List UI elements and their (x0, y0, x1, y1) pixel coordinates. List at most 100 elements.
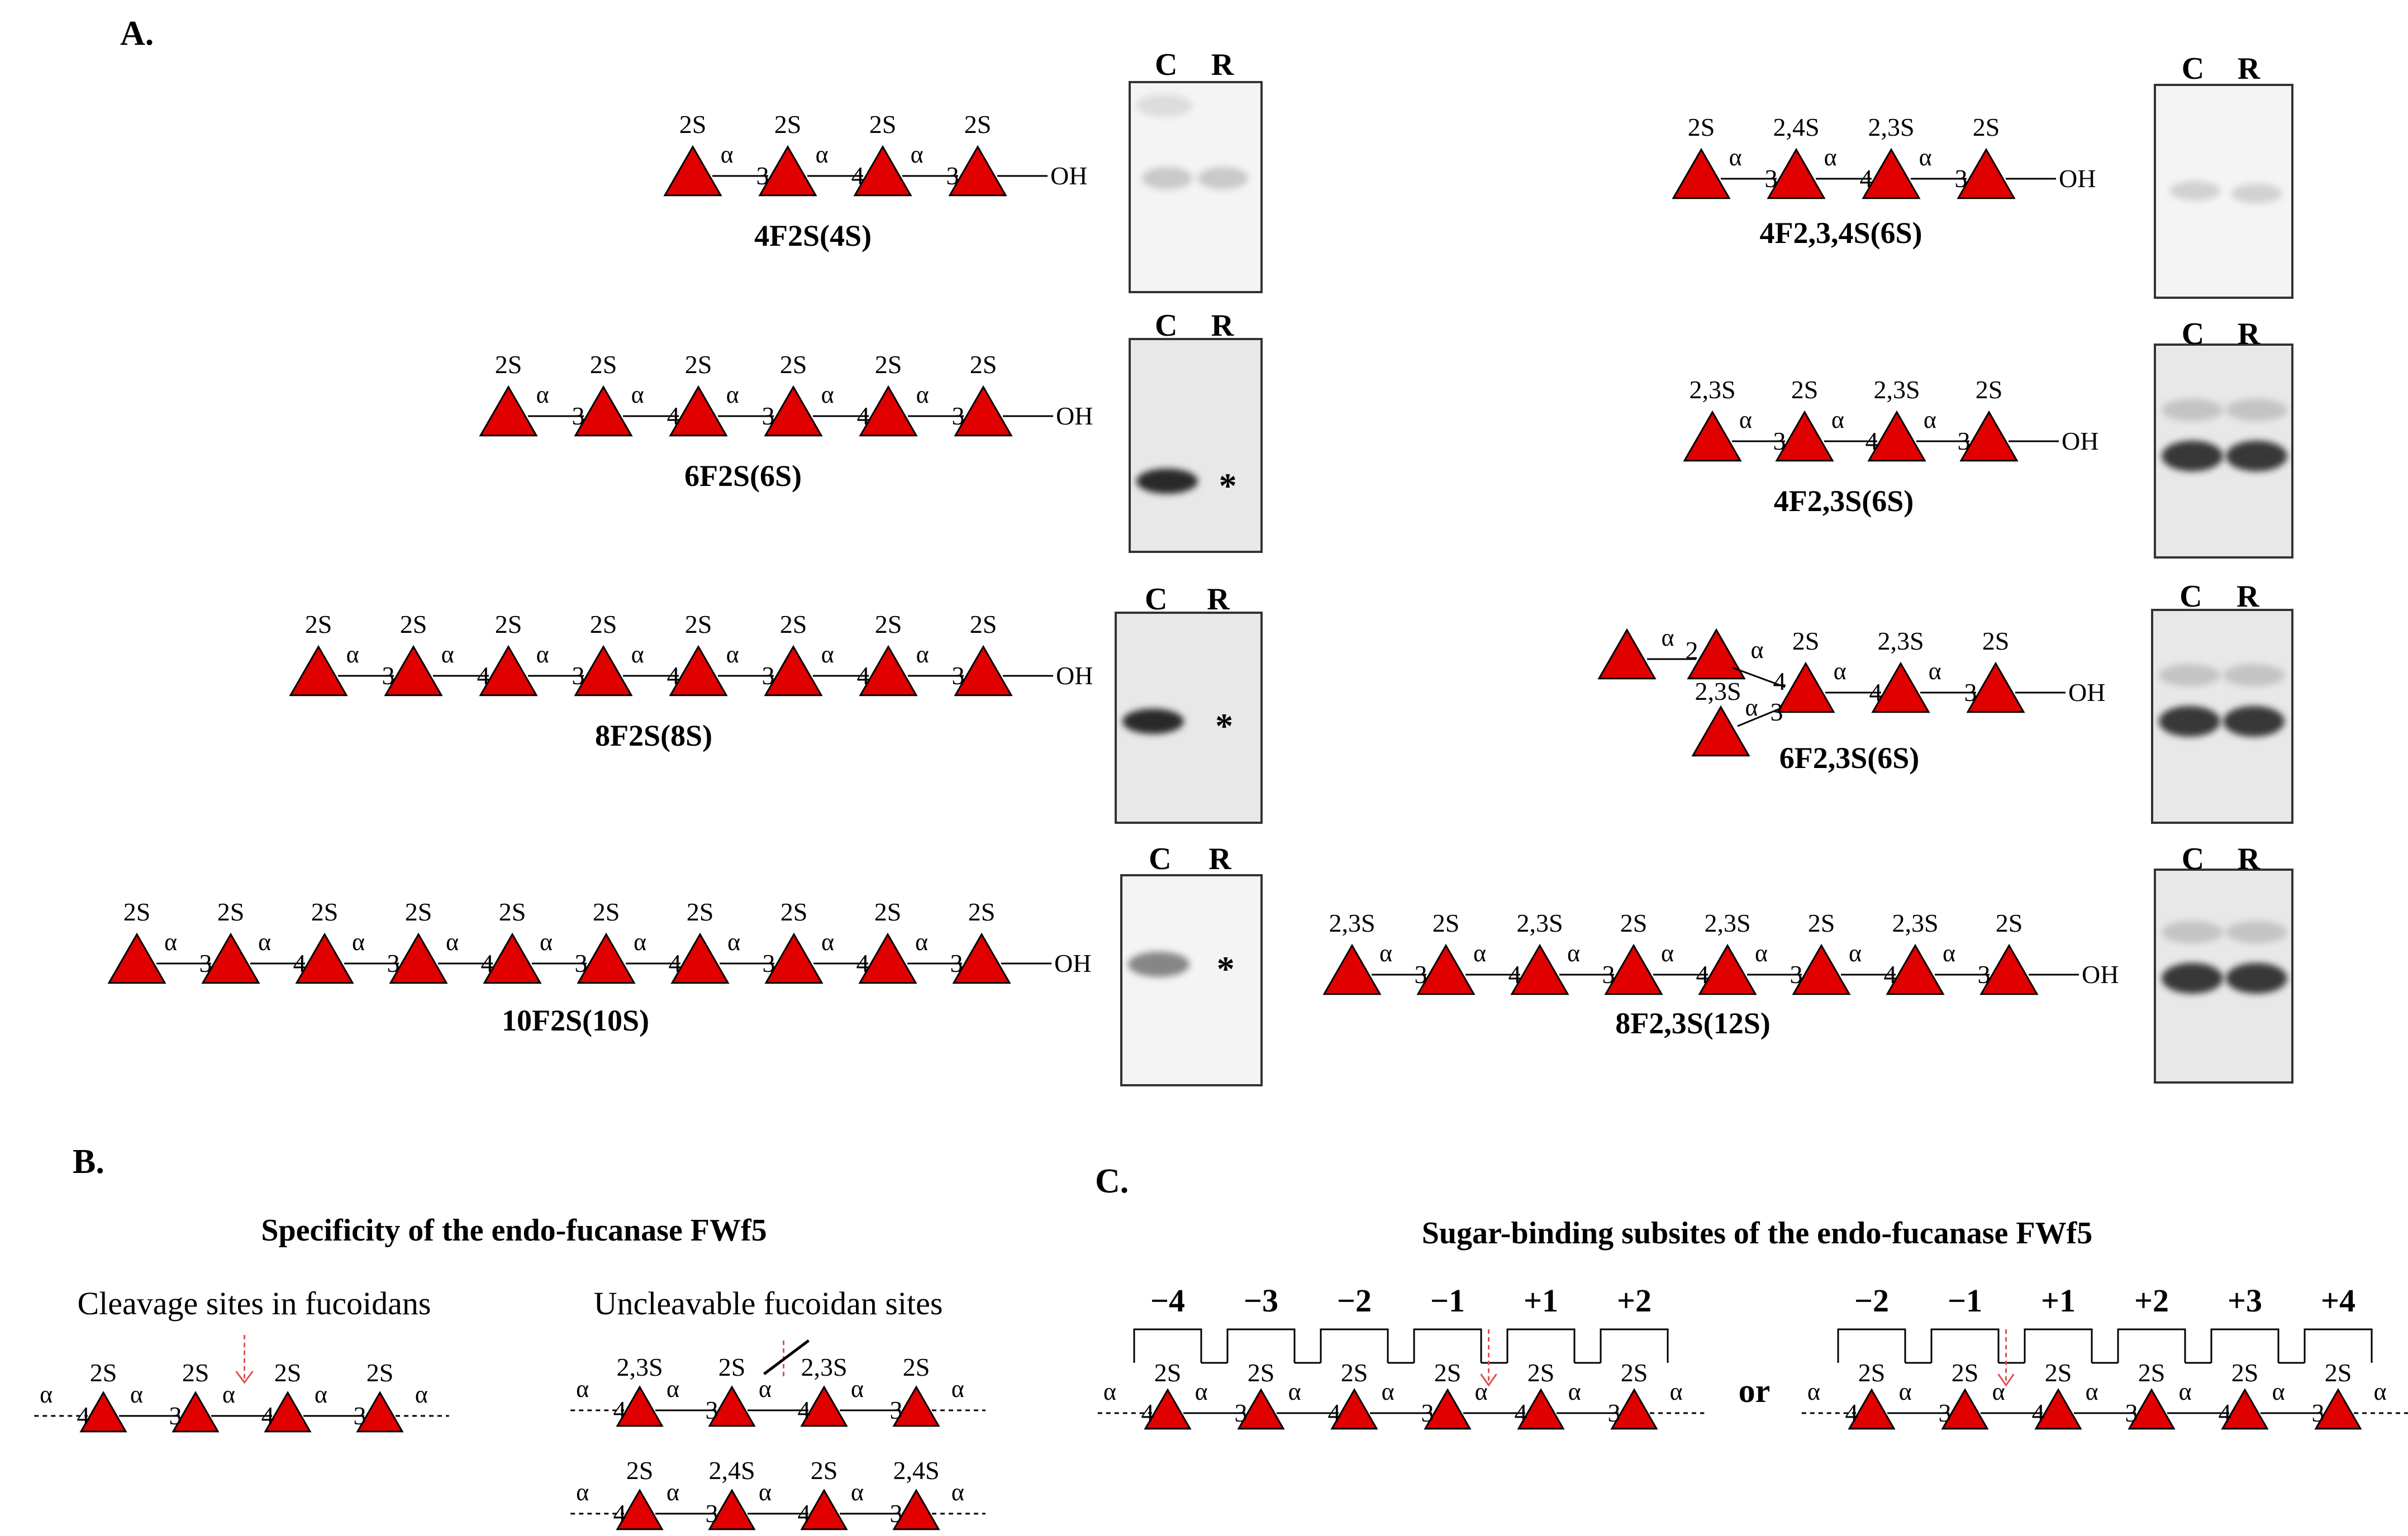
sulfation-label: 2S (780, 898, 808, 926)
gel-band-control (2159, 706, 2220, 737)
alpha-label: α (576, 1375, 589, 1403)
cleavage-arrow-head-icon (1480, 1373, 1497, 1387)
alpha-label: α (1474, 1378, 1488, 1405)
linkage-position: 3 (572, 661, 585, 690)
sulfation-label: 2S (123, 898, 151, 926)
alpha-label: α (1992, 1378, 2005, 1405)
gel-band-reaction (2226, 963, 2287, 994)
alpha-label: α (1923, 406, 1936, 433)
alpha-label: α (1898, 1378, 1912, 1405)
sulfation-label: 2S (494, 610, 522, 638)
fucose-triangle-icon (800, 1489, 848, 1530)
alpha-label: α (1750, 636, 1764, 664)
gel-band-control (1142, 167, 1192, 189)
cleavage-arrow-head-icon (235, 1371, 254, 1384)
subsite-bracket (2304, 1328, 2373, 1363)
alpha-label: α (951, 1478, 964, 1506)
linkage-position: 4 (851, 161, 864, 190)
fucose-triangle-icon (2034, 1388, 2082, 1430)
cleavage-sites-heading: Cleavage sites in fucoidans (77, 1285, 431, 1322)
sulfation-label: 2S (1995, 909, 2023, 937)
sulfation-label: 2S (1527, 1358, 1555, 1387)
sulfation-label: 2S (1807, 909, 1835, 937)
gel-band-minor (2226, 399, 2287, 421)
hydroxyl-label: OH (1050, 161, 1088, 190)
fucose-triangle-icon (800, 1385, 848, 1427)
lane-label-reaction: R (1207, 582, 1230, 617)
linkage-position: 3 (199, 949, 212, 977)
gel-image (1129, 338, 1263, 553)
sulfation-label: 2S (686, 898, 714, 926)
sulfation-label: 2S (274, 1358, 302, 1387)
gel-band-minor (2162, 921, 2223, 943)
linkage-position: 4 (613, 1499, 626, 1528)
fucose-triangle-icon (1597, 628, 1657, 680)
alpha-label: α (539, 928, 553, 956)
subsite-label: +1 (1523, 1282, 1559, 1319)
sulfation-label: 2S (902, 1353, 930, 1381)
gel-smear (1136, 94, 1192, 117)
alpha-label: α (758, 1478, 772, 1506)
sulfation-label: 2S (2324, 1358, 2352, 1387)
sulfation-label: 2S (2231, 1358, 2259, 1387)
fucose-triangle-icon (1848, 1388, 1896, 1430)
sulfation-label: 2S (969, 610, 997, 638)
sulfation-label: 2S (1432, 909, 1460, 937)
alpha-label: α (1848, 939, 1862, 967)
sulfation-label: 2,3S (1689, 375, 1736, 404)
fucose-triangle-icon (2221, 1388, 2269, 1430)
lane-label-control: C (2179, 579, 2202, 614)
alpha-label: α (1824, 144, 1837, 171)
sulfation-label: 2S (1972, 113, 2000, 141)
linkage-position: 4 (856, 402, 870, 430)
fucose-triangle-icon (1416, 943, 1476, 995)
glycosidic-bond (1731, 666, 1786, 688)
gel-image (2151, 609, 2293, 824)
sulfation-label: 2S (1247, 1358, 1275, 1387)
lane-label-control: C (2181, 51, 2205, 86)
fucose-triangle-icon (892, 1489, 940, 1530)
compound-name: 10F2S(10S) (501, 1004, 650, 1037)
sulfation-label: 2S (366, 1358, 394, 1387)
sulfation-label: 2S (1858, 1358, 1886, 1387)
linkage-position: 3 (1957, 427, 1971, 455)
alpha-label: α (1669, 1378, 1683, 1405)
fucose-triangle-icon (79, 1391, 127, 1433)
alpha-label: α (130, 1381, 143, 1408)
lane-label-reaction: R (2237, 317, 2261, 351)
alpha-label: α (351, 928, 365, 956)
alpha-label: α (951, 1375, 964, 1403)
sulfation-label: 2S (1434, 1358, 1462, 1387)
degraded-asterisk: * (1216, 949, 1235, 989)
sulfation-label: 2S (589, 350, 617, 379)
linkage-position: 3 (1954, 164, 1968, 193)
fucose-triangle-icon (948, 145, 1007, 197)
sulfation-label: 2S (810, 1456, 838, 1485)
gel-band-minor (2159, 664, 2220, 686)
panel-c-title: Sugar-binding subsites of the endo-fucan… (1421, 1216, 2093, 1251)
subsite-bracket (1133, 1328, 1202, 1363)
linkage-position: 3 (1773, 427, 1786, 455)
fucose-triangle-icon (479, 385, 538, 437)
linkage-position: 3 (1938, 1399, 1952, 1427)
fucose-triangle-icon (764, 385, 823, 437)
compound-name: 6F2S(6S) (684, 459, 802, 493)
compound-name: 4F2,3S(6S) (1773, 484, 1914, 518)
sulfation-label: 2S (494, 350, 522, 379)
gel-band-minor (2223, 664, 2285, 686)
fucose-triangle-icon (1959, 410, 2019, 462)
gel-band-reaction (2231, 184, 2282, 203)
hydroxyl-label: OH (2068, 678, 2106, 707)
fucose-triangle-icon (1767, 147, 1826, 199)
or-label: or (1738, 1372, 1771, 1409)
gel-image (2154, 344, 2293, 559)
lane-label-control: C (1149, 842, 1172, 876)
alpha-label: α (1288, 1378, 1301, 1405)
linkage-position: 4 (1883, 960, 1897, 989)
glycosidic-bond (1737, 705, 1786, 727)
fucose-triangle-icon (172, 1391, 220, 1433)
sulfation-label: 2S (874, 350, 902, 379)
linkage-position: 3 (705, 1396, 718, 1424)
fucose-triangle-icon (669, 645, 728, 697)
sulfation-label: 2S (182, 1358, 210, 1387)
